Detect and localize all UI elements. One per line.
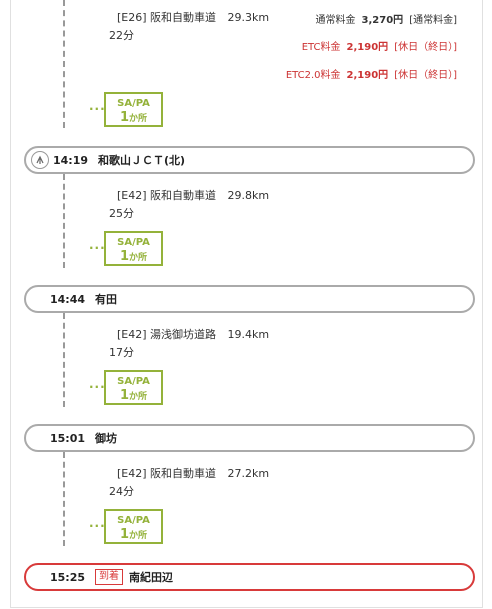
road-distance: 19.4km <box>227 328 270 341</box>
route-node-arita[interactable]: 14:44 有田 <box>24 285 475 313</box>
segment-duration: 25分 <box>109 207 134 220</box>
route-line <box>63 313 65 407</box>
toll-label: ETC料金 <box>301 42 341 53</box>
sapa-label: SA/PA <box>117 98 150 109</box>
sapa-label: SA/PA <box>117 515 150 526</box>
sapa-button[interactable]: SA/PA 1か所 <box>104 92 163 127</box>
node-name: 和歌山ＪＣＴ(北) <box>98 154 186 167</box>
sapa-count: 1 <box>119 388 130 403</box>
toll-etc2: ETC2.0料金 2,190円 [休日（終日）] <box>286 66 457 81</box>
node-time: 15:25 <box>50 570 86 584</box>
sapa-button[interactable]: SA/PA 1か所 <box>104 509 163 544</box>
sapa-dots: ... <box>89 99 106 113</box>
route-node-gobo[interactable]: 15:01 御坊 <box>24 424 475 452</box>
road-distance: 29.8km <box>227 189 270 202</box>
sapa-unit: か所 <box>129 531 148 541</box>
segment-road: [E26] 阪和自動車道 29.3km <box>117 11 269 25</box>
toll-normal: 通常料金 3,270円 [通常料金] <box>316 11 457 26</box>
segment-road: [E42] 湯浅御坊道路 19.4km <box>117 328 269 342</box>
node-name: 御坊 <box>95 432 118 445</box>
road-name: [E26] 阪和自動車道 <box>117 11 217 24</box>
segment-road: [E42] 阪和自動車道 27.2km <box>117 467 269 481</box>
route-line <box>63 0 65 128</box>
sapa-unit: か所 <box>129 253 148 263</box>
sapa-dots: ... <box>89 377 106 391</box>
segment-duration: 24分 <box>109 485 134 498</box>
route-line <box>63 174 65 268</box>
node-time: 14:19 <box>53 153 89 167</box>
node-name: 有田 <box>95 293 118 306</box>
segment-road: [E42] 阪和自動車道 29.8km <box>117 189 269 203</box>
toll-tag: [通常料金] <box>409 15 457 26</box>
sapa-dots: ... <box>89 238 106 252</box>
sapa-count: 1 <box>119 527 130 542</box>
toll-amount: 2,190円 <box>346 42 389 53</box>
route-panel <box>10 0 483 608</box>
toll-label: ETC2.0料金 <box>285 70 341 81</box>
route-node-jct[interactable]: 14:19 和歌山ＪＣＴ(北) <box>24 146 475 174</box>
route-node-destination[interactable]: 15:25 到着 南紀田辺 <box>24 563 475 591</box>
sapa-count: 1 <box>119 249 130 264</box>
sapa-label: SA/PA <box>117 237 150 248</box>
sapa-button[interactable]: SA/PA 1か所 <box>104 231 163 266</box>
junction-icon <box>31 151 49 169</box>
toll-amount: 3,270円 <box>361 15 404 26</box>
road-name: [E42] 阪和自動車道 <box>117 467 217 480</box>
toll-tag: [休日（終日）] <box>394 70 457 81</box>
node-time: 14:44 <box>50 292 86 306</box>
sapa-count: 1 <box>119 110 130 125</box>
sapa-label: SA/PA <box>117 376 150 387</box>
segment-duration: 22分 <box>109 29 134 42</box>
toll-amount: 2,190円 <box>346 70 389 81</box>
road-name: [E42] 阪和自動車道 <box>117 189 217 202</box>
sapa-button[interactable]: SA/PA 1か所 <box>104 370 163 405</box>
route-line <box>63 452 65 546</box>
sapa-dots: ... <box>89 516 106 530</box>
road-name: [E42] 湯浅御坊道路 <box>117 328 217 341</box>
toll-etc: ETC料金 2,190円 [休日（終日）] <box>302 38 457 53</box>
road-distance: 29.3km <box>227 11 270 24</box>
sapa-unit: か所 <box>129 114 148 124</box>
sapa-unit: か所 <box>129 392 148 402</box>
node-name: 南紀田辺 <box>129 571 174 584</box>
toll-label: 通常料金 <box>315 15 356 26</box>
toll-tag: [休日（終日）] <box>394 42 457 53</box>
segment-duration: 17分 <box>109 346 134 359</box>
road-distance: 27.2km <box>227 467 270 480</box>
node-time: 15:01 <box>50 431 86 445</box>
arrival-badge: 到着 <box>95 569 124 585</box>
